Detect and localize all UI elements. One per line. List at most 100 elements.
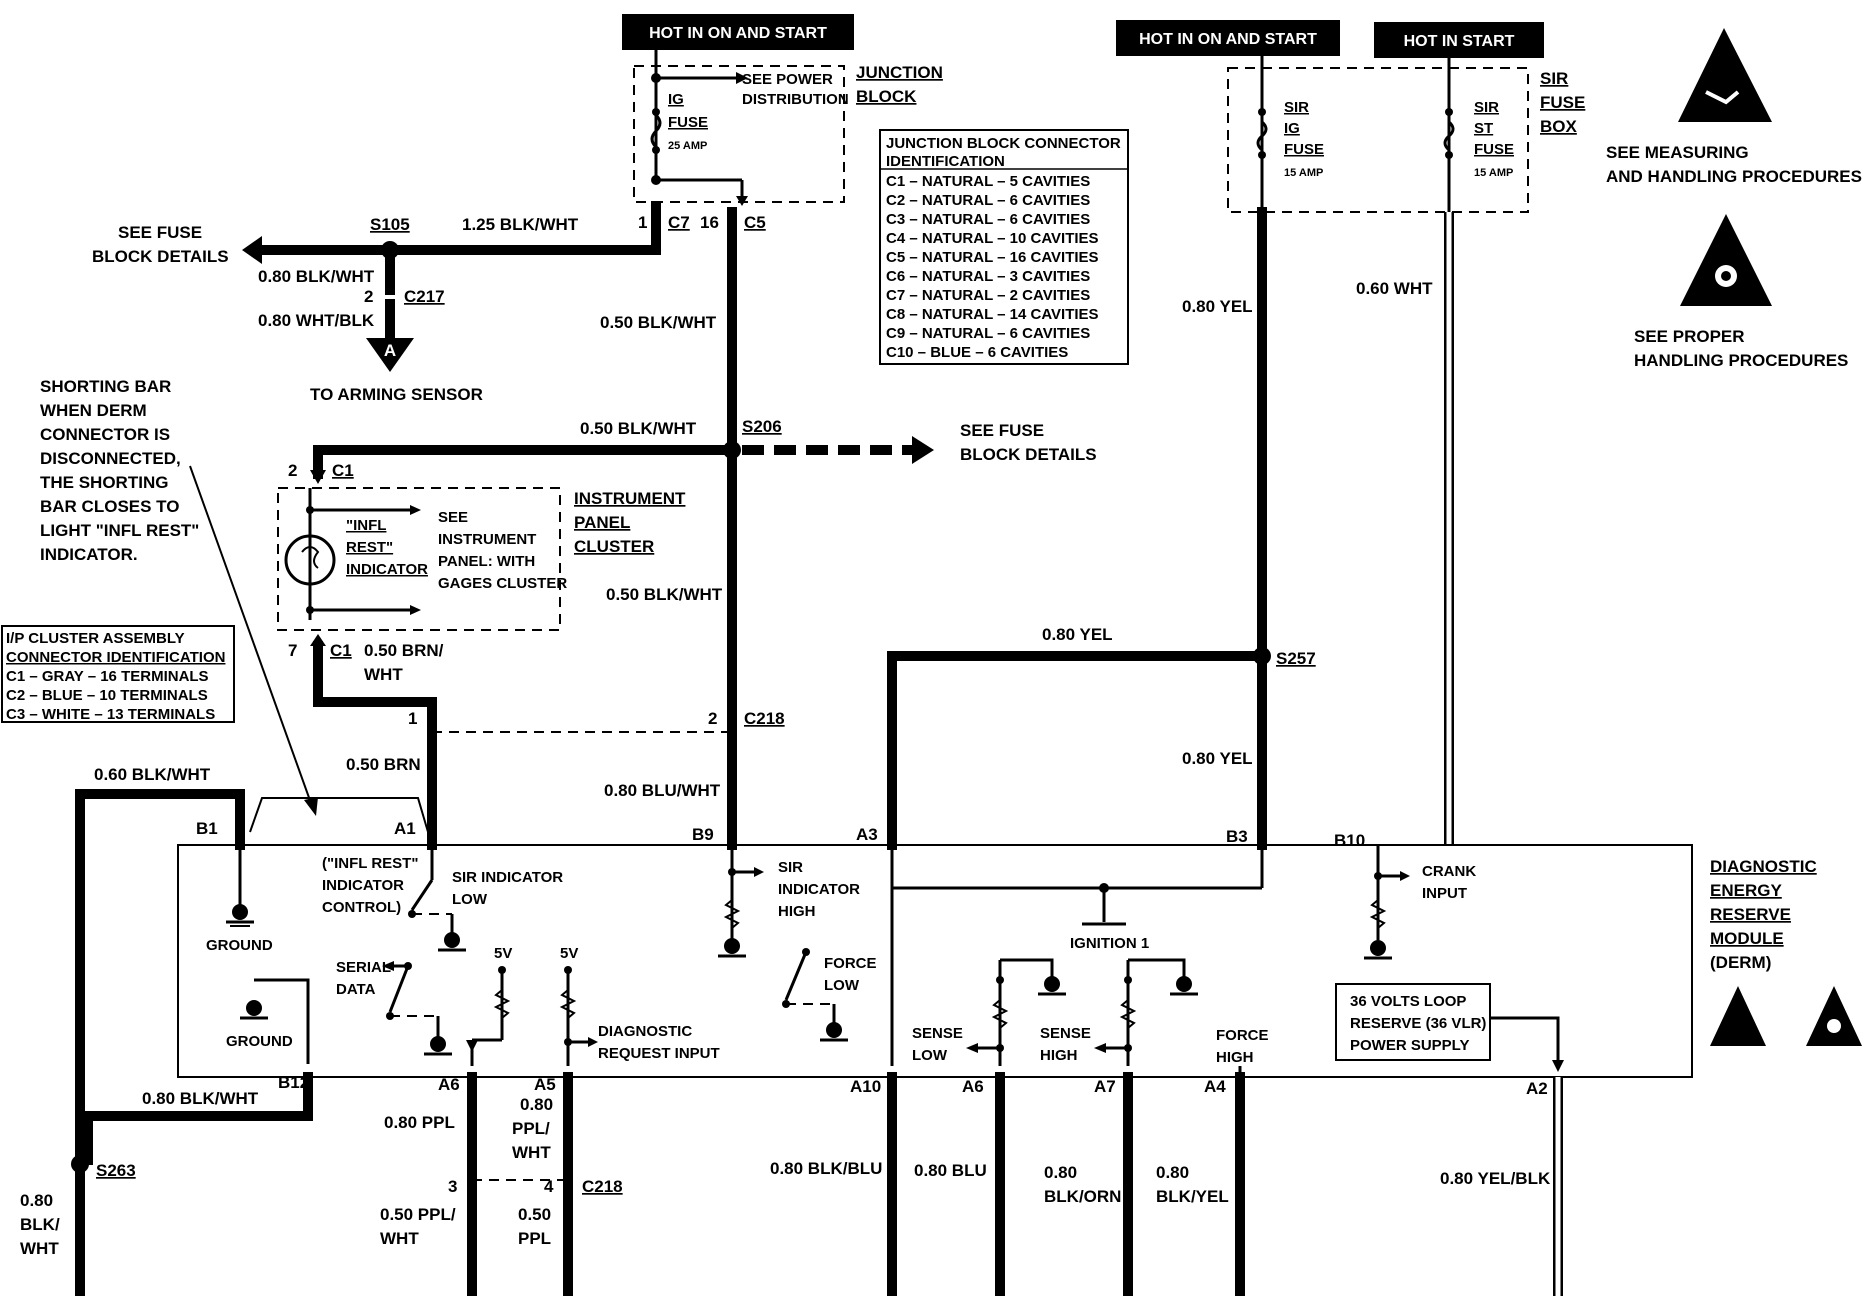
- sir-indicator-high-3: HIGH: [778, 903, 816, 920]
- junction-connector-table: [879, 129, 1129, 365]
- see-cluster-4: GAGES CLUSTER: [438, 575, 567, 592]
- sir-indicator-low-1: SIR INDICATOR: [452, 869, 563, 886]
- ip-table-row: C3 – WHITE – 13 TERMINALS: [6, 706, 215, 723]
- wire-080-blk-wht-v-1: 0.80: [20, 1191, 53, 1210]
- arrow-icon: [1094, 1043, 1106, 1053]
- infl-ctrl-2: INDICATOR: [322, 877, 404, 894]
- resistor-icon: [991, 999, 1009, 1029]
- banner-hot-on-start-1: HOT IN ON AND START: [622, 14, 854, 50]
- sir-st-fuse-amp: 15 AMP: [1474, 167, 1513, 179]
- derm-module: [177, 844, 1693, 1078]
- ip-cluster-table: [1, 625, 235, 723]
- derm-pin-a6b: A6: [962, 1077, 984, 1096]
- ground-icon: [424, 1036, 452, 1056]
- wire-to-cluster: [313, 445, 737, 479]
- handling-warning-icon: [1680, 214, 1772, 306]
- vlr-1: 36 VOLTS LOOP: [1350, 993, 1466, 1010]
- derm-ground-2: GROUND: [226, 1033, 293, 1050]
- derm-pin-b12: B12: [278, 1073, 309, 1092]
- wire-080-ppl-wht-2: PPL/: [512, 1119, 550, 1138]
- wire-080-blk-orn-2: BLK/ORN: [1044, 1187, 1121, 1206]
- connector-c218-label: C218: [744, 709, 785, 728]
- shorting-bar-line: THE SHORTING: [40, 473, 168, 492]
- derm-pin-b1: B1: [196, 819, 218, 838]
- ground-icon: [1170, 976, 1198, 996]
- junction-table-row: C4 – NATURAL – 10 CAVITIES: [886, 230, 1099, 247]
- wire-080-yel-a3: [887, 651, 1267, 850]
- resistor-icon: [559, 989, 577, 1019]
- connector-c7-label: C7: [668, 213, 690, 232]
- connector-c5-label: C5: [744, 213, 766, 232]
- proper-warning-1: SEE PROPER: [1634, 327, 1745, 346]
- wire-080-blk-blu-label: 0.80 BLK/BLU: [770, 1159, 882, 1178]
- banner-hot-in-start: HOT IN START: [1374, 22, 1544, 58]
- sir-st-fuse-icon: [1443, 120, 1455, 152]
- junction-table-row: C9 – NATURAL – 6 CAVITIES: [886, 325, 1090, 342]
- wire-060-blk-wht-label: 0.60 BLK/WHT: [94, 765, 211, 784]
- wire-050-ppl-wht-1: 0.50 PPL/: [380, 1205, 456, 1224]
- infl-rest-label-2: REST": [346, 539, 393, 556]
- derm-title: DIAGNOSTIC ENERGY RESERVE MODULE (DERM): [1710, 857, 1817, 972]
- derm-title-line: ENERGY: [1710, 881, 1782, 900]
- arming-sensor-letter: A: [384, 341, 396, 360]
- derm-pin-a6: A6: [438, 1075, 460, 1094]
- pin-3-label: 3: [448, 1177, 457, 1196]
- wire-080-wht-blk-label: 0.80 WHT/BLK: [258, 311, 375, 330]
- ground-icon: [1038, 976, 1066, 996]
- sir-fuse-box-title-3: BOX: [1540, 117, 1578, 136]
- wire-080-blu-label: 0.80 BLU: [914, 1161, 987, 1180]
- sir-ig-fuse-icon: [1256, 120, 1268, 152]
- resistor-icon: [1369, 899, 1387, 929]
- cluster-title-3: CLUSTER: [574, 537, 654, 556]
- junction-block-title-2: BLOCK: [856, 87, 917, 106]
- shorting-bar-line: BAR CLOSES TO: [40, 497, 179, 516]
- shorting-bar-line: INDICATOR.: [40, 545, 138, 564]
- junction-table-header-2: IDENTIFICATION: [886, 153, 1005, 170]
- ip-table-header-2: CONNECTOR IDENTIFICATION: [6, 649, 225, 666]
- ig-fuse-label-2: FUSE: [668, 114, 708, 131]
- sir-indicator-low-2: LOW: [452, 891, 488, 908]
- diag-5v-label: 5V: [560, 945, 578, 962]
- wire-050-brn: [313, 641, 437, 850]
- proper-warning-2: HANDLING PROCEDURES: [1634, 351, 1848, 370]
- measuring-warning-2: AND HANDLING PROCEDURES: [1606, 167, 1862, 186]
- derm-pin-a10: A10: [850, 1077, 881, 1096]
- wire-050-blk-wht-label-2: 0.50 BLK/WHT: [580, 419, 697, 438]
- fuse-icon: [650, 113, 662, 149]
- wire-050-ppl-1: 0.50: [518, 1205, 551, 1224]
- ip-table-header-1: I/P CLUSTER ASSEMBLY: [6, 630, 185, 647]
- resistor-icon: [1119, 999, 1137, 1029]
- wire-060-wht-label: 0.60 WHT: [1356, 279, 1433, 298]
- sir-fuse-box-title-1: SIR: [1540, 69, 1568, 88]
- junction-table-row: C1 – NATURAL – 5 CAVITIES: [886, 173, 1090, 190]
- shorting-bar-note: SHORTING BAR WHEN DERM CONNECTOR IS DISC…: [40, 377, 199, 564]
- sir-fuse-box-title-2: FUSE: [1540, 93, 1585, 112]
- see-cluster-3: PANEL: WITH: [438, 553, 535, 570]
- cluster-title-1: INSTRUMENT: [574, 489, 686, 508]
- infl-rest-switch: [410, 879, 434, 911]
- instrument-cluster-box: [277, 487, 561, 631]
- wire-080-ppl-wht-1: 0.80: [520, 1095, 553, 1114]
- ig-fuse-label-1: IG: [668, 91, 684, 108]
- resistor-icon: [723, 899, 741, 929]
- arrow-icon: [410, 605, 421, 615]
- shorting-bar-line: WHEN DERM: [40, 401, 147, 420]
- ground-icon: [1364, 940, 1392, 960]
- derm-pin-a4: A4: [1204, 1077, 1226, 1096]
- sir-st-fuse-label-1: SIR: [1474, 99, 1499, 116]
- splice-s263-label: S263: [96, 1161, 136, 1180]
- shorting-bar-icon: [249, 797, 429, 833]
- cluster-c1-label-top: C1: [332, 461, 354, 480]
- banner-hot-on-start-2-text: HOT IN ON AND START: [1139, 31, 1317, 48]
- arrow-icon: [966, 1043, 978, 1053]
- derm-pin-a5: A5: [534, 1075, 556, 1094]
- wire-050-blk-wht-label-1: 0.50 BLK/WHT: [600, 313, 717, 332]
- derm-pin-a2: A2: [1526, 1079, 1548, 1098]
- cluster-title-2: PANEL: [574, 513, 630, 532]
- junction-table-row: C2 – NATURAL – 6 CAVITIES: [886, 192, 1090, 209]
- diag-request-2: REQUEST INPUT: [598, 1045, 720, 1062]
- splice-s105-label: S105: [370, 215, 410, 234]
- infl-rest-label-1: "INFL: [346, 517, 386, 534]
- wire-080-yel-label-2: 0.80 YEL: [1042, 625, 1113, 644]
- derm-pin-b3: B3: [1226, 827, 1248, 846]
